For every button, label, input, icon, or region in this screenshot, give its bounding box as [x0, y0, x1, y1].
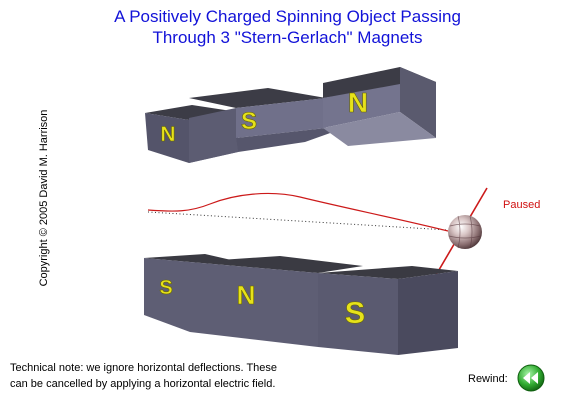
page-title: A Positively Charged Spinning Object Pas…: [0, 6, 575, 48]
technical-note-line-1: Technical note: we ignore horizontal def…: [10, 362, 278, 374]
top-magnet-middle-pole: S: [241, 108, 257, 135]
top-magnet-right: N: [323, 67, 436, 146]
trajectory-curve: [147, 192, 449, 232]
rewind-button[interactable]: [517, 364, 545, 392]
bottom-magnet-left-pole: S: [159, 277, 172, 299]
bottom-magnet-left: S: [144, 254, 240, 332]
bottom-magnet-middle: N: [190, 256, 363, 347]
title-line-2: Through 3 "Stern-Gerlach" Magnets: [152, 28, 423, 47]
technical-note-line-2: can be cancelled by applying a horizonta…: [10, 378, 276, 390]
top-magnet-right-pole: N: [348, 87, 368, 118]
bottom-magnet-right: S: [318, 266, 458, 355]
top-magnet-block: N S N: [145, 67, 436, 163]
top-magnet-middle: S: [189, 88, 333, 163]
bottom-magnet-middle-pole: N: [237, 280, 256, 310]
title-line-1: A Positively Charged Spinning Object Pas…: [114, 7, 461, 26]
bottom-magnet-block: S N S: [144, 254, 458, 355]
double-left-arrow-icon: [523, 372, 538, 384]
spinning-object: [448, 215, 482, 249]
technical-note: Technical note: we ignore horizontal def…: [10, 360, 330, 392]
bottom-magnet-right-pole: S: [345, 295, 366, 330]
rewind-label: Rewind:: [468, 373, 508, 385]
status-label: Paused: [503, 199, 541, 211]
top-magnet-left-pole: N: [160, 123, 175, 146]
